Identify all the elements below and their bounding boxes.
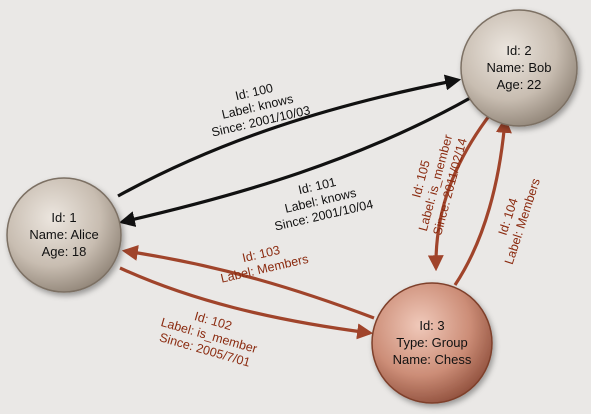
edge-104-arrow	[453, 116, 512, 286]
node-bob: Id: 2 Name: Bob Age: 22	[460, 9, 578, 127]
node-alice-line-1: Id: 1	[51, 210, 76, 225]
edge-105-label: Id: 105 Label: is_member Since: 2011/02/…	[409, 133, 469, 237]
node-bob-line-3: Age: 22	[497, 77, 542, 92]
node-bob-circle	[460, 9, 578, 127]
edge-103-arrow	[121, 244, 375, 320]
node-chess-line-3: Name: Chess	[393, 352, 472, 367]
edge-101-arrow	[118, 95, 473, 227]
node-bob-line-1: Id: 2	[506, 43, 531, 58]
edge-100-label: Id: 100 Label: knows Since: 2001/10/03	[210, 81, 311, 140]
node-alice-line-2: Name: Alice	[29, 227, 98, 242]
node-alice-line-3: Age: 18	[42, 244, 87, 259]
node-chess-line-2: Type: Group	[396, 335, 468, 350]
edge-100-arrow	[117, 74, 462, 198]
node-bob-line-2: Name: Bob	[486, 60, 551, 75]
node-chess-line-1: Id: 3	[419, 318, 444, 333]
node-alice-circle	[6, 177, 122, 293]
node-chess: Id: 3 Type: Group Name: Chess	[371, 282, 493, 404]
edge-103-label: Id: 103 Label: Members	[219, 243, 309, 286]
node-alice: Id: 1 Name: Alice Age: 18	[6, 177, 122, 293]
edge-105-arrow	[427, 111, 494, 272]
edge-102-arrow	[119, 266, 374, 340]
node-chess-circle	[371, 282, 493, 404]
